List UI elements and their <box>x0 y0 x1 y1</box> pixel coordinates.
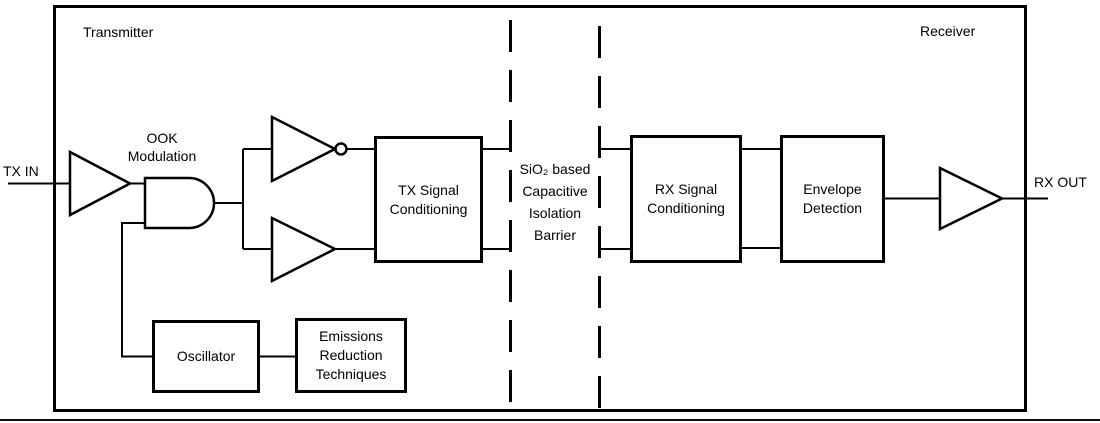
isolation-barrier-label: SiO₂ based Capacitive Isolation Barrier <box>503 158 607 246</box>
block-label-line: Conditioning <box>389 200 468 217</box>
output-buffer-icon <box>938 165 1005 232</box>
rx-out-port-label: RX OUT <box>1034 174 1087 190</box>
oscillator-block: Oscillator <box>152 320 260 393</box>
envelope-detection-block: Envelope Detection <box>780 135 885 263</box>
annotation-line: Barrier <box>533 227 576 243</box>
oscillator-feedback-wire <box>121 222 152 358</box>
ook-modulation-label: OOK Modulation <box>105 129 219 165</box>
input-buffer-icon <box>68 149 133 218</box>
block-label-line: Envelope <box>803 181 862 197</box>
and-gate-icon <box>143 176 216 230</box>
device-boundary-box <box>53 5 1027 412</box>
block-label-line: TX Signal <box>398 181 459 198</box>
receiver-region-label: Receiver <box>920 23 976 39</box>
figure-bottom-rule <box>0 419 1100 421</box>
emissions-reduction-block: Emissions Reduction Techniques <box>295 318 407 393</box>
inverter-bubble-icon <box>334 142 348 156</box>
rx-signal-conditioning-block: RX Signal Conditioning <box>630 135 742 263</box>
block-label-line: Oscillator <box>176 348 236 364</box>
block-label-line: Conditioning <box>647 200 725 216</box>
tx-in-port-label: TX IN <box>3 163 39 179</box>
block-label-line: Detection <box>802 200 863 216</box>
tx-signal-conditioning-block: TX Signal Conditioning <box>374 136 483 263</box>
annotation-line: Isolation <box>528 205 582 221</box>
annotation-line: Modulation <box>127 148 197 164</box>
buffer-icon <box>270 215 338 284</box>
inverter-icon <box>270 114 338 184</box>
annotation-line: SiO₂ based <box>519 161 591 177</box>
block-label-line: Reduction <box>319 347 383 363</box>
block-label-line: Techniques <box>315 366 387 382</box>
annotation-line: Capacitive <box>522 183 588 199</box>
block-label-line: RX Signal <box>654 181 718 197</box>
annotation-line: OOK <box>146 130 178 146</box>
block-label-line: Emissions <box>319 328 383 344</box>
transmitter-region-label: Transmitter <box>83 24 154 40</box>
